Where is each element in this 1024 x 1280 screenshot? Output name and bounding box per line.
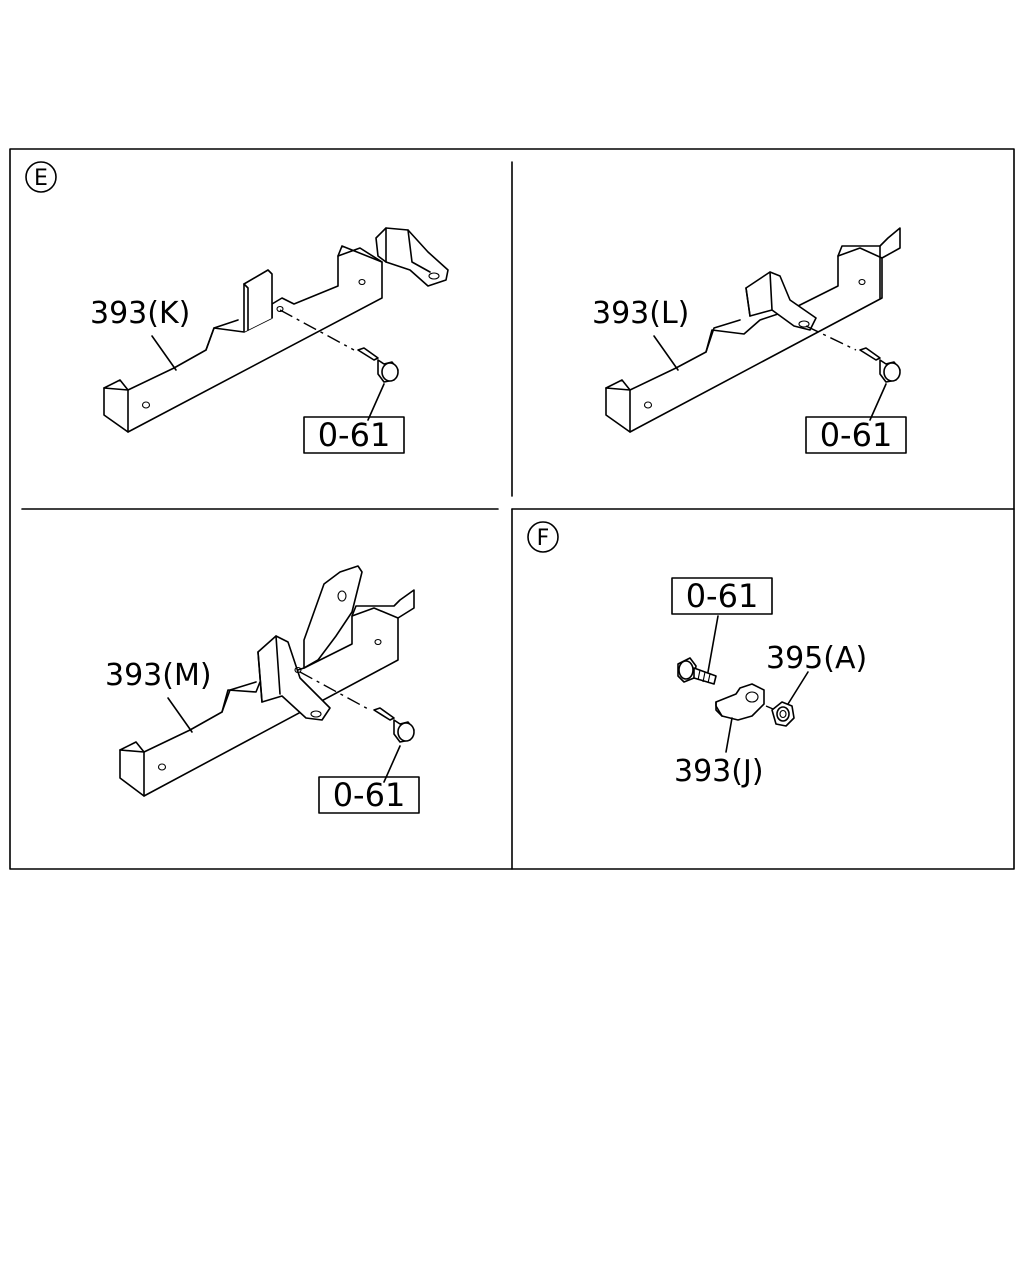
bracket-393-m (119, 565, 415, 797)
clamp-393-j (715, 683, 765, 721)
part-label-395-a: 395(A) (766, 641, 867, 676)
section-marker-f: F (527, 521, 559, 553)
part-label-393-k: 393(K) (90, 296, 190, 331)
fastener-label-0-61: 0-61 (686, 577, 759, 615)
section-marker-e: E (25, 161, 57, 193)
panel-bottom-right: 0-61 395(A) 393(J) (671, 577, 867, 789)
part-label-393-j: 393(J) (674, 754, 764, 789)
fastener-label-0-61: 0-61 (333, 776, 406, 814)
fastener-label-0-61: 0-61 (820, 416, 893, 454)
nut-icon (765, 701, 795, 727)
bracket-393-k (103, 227, 449, 433)
svg-text:F: F (537, 526, 550, 551)
panel-top-left: 393(K) 0-61 (90, 227, 449, 454)
panel-top-right: 393(L) 0-61 (592, 227, 907, 454)
panel-bottom-left: 393(M) 0-61 (105, 565, 420, 814)
bolt-icon (677, 657, 717, 685)
part-label-393-m: 393(M) (105, 658, 212, 693)
bolt-icon (299, 671, 415, 743)
bracket-393-l (605, 227, 901, 433)
part-label-393-l: 393(L) (592, 296, 689, 331)
bolt-icon (805, 325, 901, 383)
fastener-label-0-61: 0-61 (318, 416, 391, 454)
diagram-frame (9, 148, 1015, 870)
svg-text:E: E (34, 166, 48, 191)
bolt-icon (279, 309, 399, 383)
